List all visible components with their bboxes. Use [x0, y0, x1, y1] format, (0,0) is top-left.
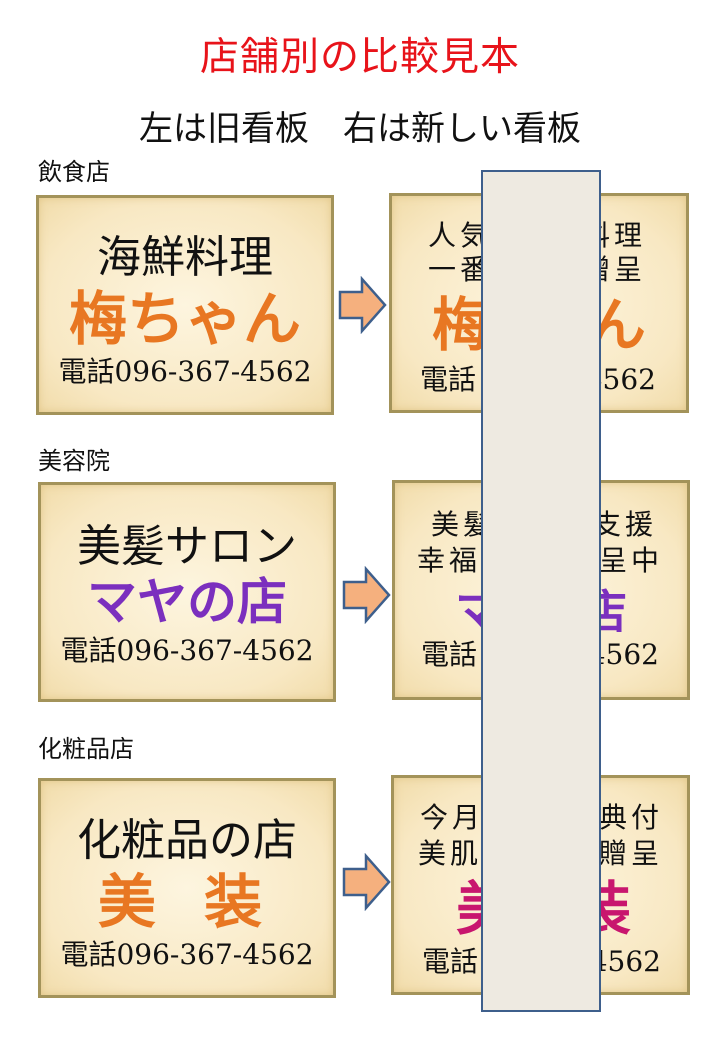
arrow-right-icon — [342, 566, 391, 624]
old-sign-line1: 化粧品の店 — [77, 815, 297, 866]
new-sign-brand-left: 梅 — [432, 291, 491, 359]
old-sign-phone: 電話096-367-4562 — [58, 355, 312, 388]
category-label-restaurant: 飲食店 — [38, 158, 110, 186]
new-sign-line2-left: 美肌 — [418, 837, 483, 870]
new-sign-line1-right: 典付 — [598, 801, 663, 834]
category-label-cosmetics: 化粧品店 — [38, 735, 134, 763]
page-title: 店舗別の比較見本 — [199, 35, 520, 80]
old-sign-brand: マヤの店 — [87, 572, 287, 631]
overlay-rectangle[interactable] — [481, 170, 601, 1012]
new-sign-line2-right: 贈呈 — [598, 837, 663, 870]
page-subtitle: 左は旧看板 右は新しい看板 — [139, 109, 581, 149]
new-sign-phone-left: 電話 — [421, 638, 478, 671]
old-sign-salon: 美髪サロン マヤの店 電話096-367-4562 — [38, 482, 336, 702]
old-sign-line1: 海鮮料理 — [97, 232, 273, 283]
new-sign-line1-left: 人気 — [428, 219, 493, 252]
old-sign-restaurant: 海鮮料理 梅ちゃん 電話096-367-4562 — [36, 195, 334, 415]
new-sign-line1-left: 今月 — [420, 801, 485, 834]
old-sign-brand: 梅ちゃん — [68, 285, 301, 353]
new-sign-phone-left: 電話 — [422, 945, 479, 978]
old-sign-line1: 美髪サロン — [77, 521, 297, 572]
old-sign-phone: 電話096-367-4562 — [60, 634, 314, 667]
arrow-right-icon — [342, 853, 391, 911]
new-sign-phone-right: 4562 — [589, 945, 661, 978]
new-sign-line2-left: 幸福 — [417, 544, 482, 577]
category-label-salon: 美容院 — [38, 447, 110, 475]
new-sign-phone-left: 電話 — [420, 363, 477, 396]
new-sign-line2-right: 呈中 — [598, 544, 663, 577]
new-sign-line2-left: 一番 — [428, 253, 493, 286]
arrow-right-icon — [338, 276, 387, 334]
new-sign-line1-right: 支援 — [592, 508, 657, 541]
old-sign-cosmetics: 化粧品の店 美 装 電話096-367-4562 — [38, 778, 336, 998]
old-sign-brand: 美 装 — [97, 868, 277, 936]
old-sign-phone: 電話096-367-4562 — [60, 938, 314, 971]
